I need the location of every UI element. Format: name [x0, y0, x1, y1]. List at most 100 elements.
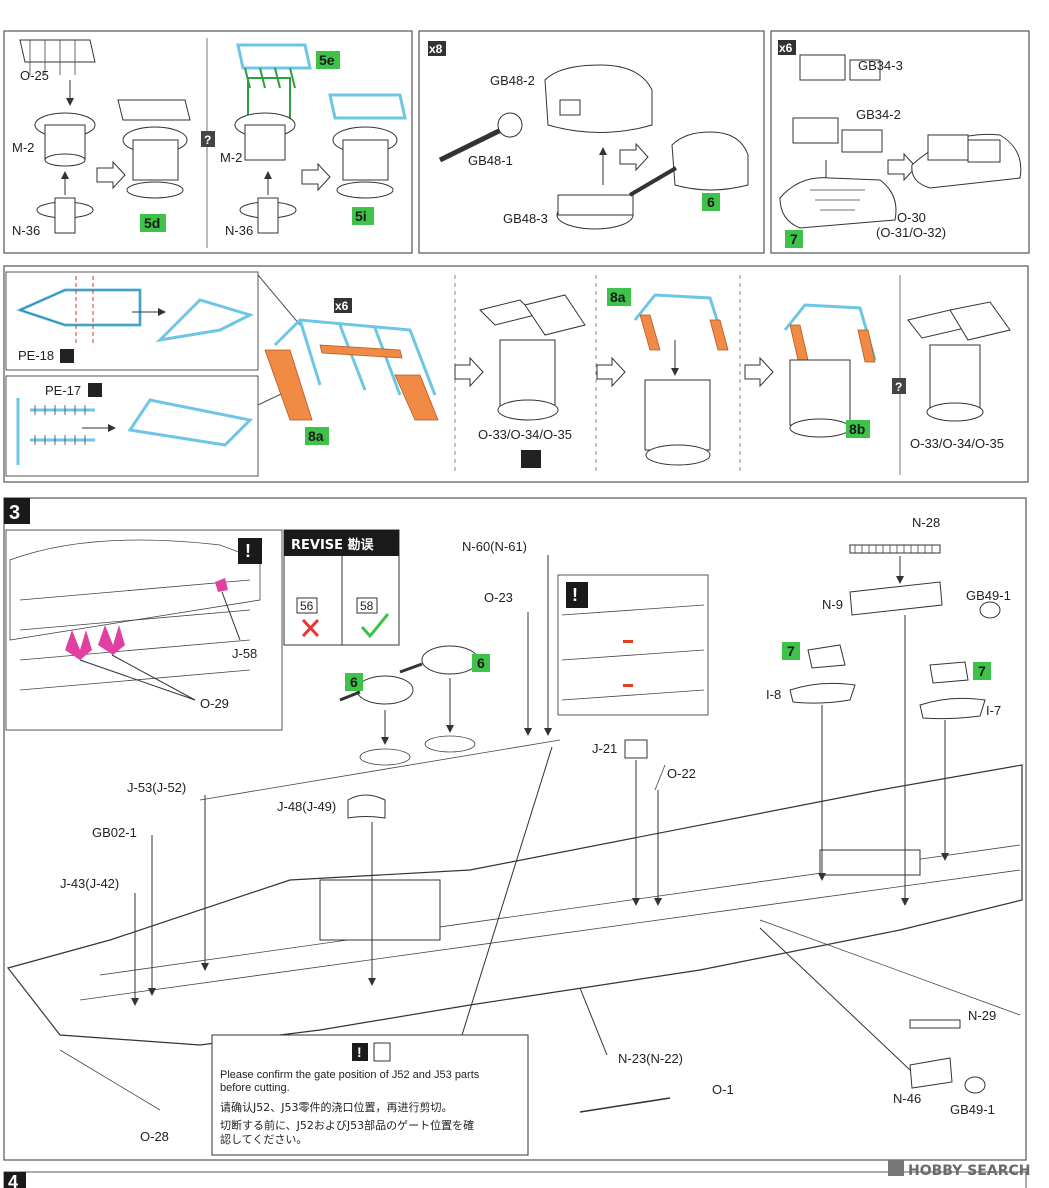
turret-base-m2a: [34, 112, 96, 167]
label-pe18: PE-18: [18, 348, 54, 363]
note-english-line1: Please confirm the gate position of J52 …: [220, 1069, 480, 1081]
label-o1: O-1: [712, 1082, 734, 1097]
note-chinese: 请确认J52、J53零件的浇口位置，再进行剪切。: [220, 1100, 452, 1114]
pe-frame-small: [633, 293, 729, 351]
part-j21: [624, 739, 648, 759]
bend-icon: [60, 349, 74, 363]
deck-part-n9: [849, 581, 943, 616]
badge-7b: [782, 642, 800, 660]
pivot-n36b: [239, 197, 297, 234]
aa-guns-gb34-2: [792, 117, 883, 153]
label-n36a: N-36: [12, 223, 40, 238]
question-badge-text: ?: [204, 133, 211, 147]
label-gb02: GB02-1: [92, 825, 137, 840]
step-arrow: [744, 356, 774, 388]
inset-j58-o29: !: [5, 529, 283, 731]
label-o30: O-30: [897, 210, 926, 225]
turret-base-m2b: [234, 112, 296, 161]
label-i7: I-7: [986, 703, 1001, 718]
label-o31: (O-31/O-32): [876, 225, 946, 240]
badge-6c: [472, 654, 490, 672]
label-o33a: O-33/O-34/O-35: [478, 427, 572, 442]
wrong-mark-icon: [301, 618, 320, 638]
label-n28: N-28: [912, 515, 940, 530]
note-japanese-line2: 認してください。: [220, 1132, 307, 1146]
attention-text: !: [572, 585, 578, 605]
director-variant: [907, 301, 1011, 422]
pivot-n36a: [36, 197, 94, 234]
attention-icon: [566, 582, 588, 608]
badge-5e: [316, 51, 340, 69]
attention-text: !: [357, 1044, 362, 1060]
badge-8a1: [305, 427, 329, 445]
badge-6b: [345, 673, 363, 691]
label-o23: O-23: [484, 590, 513, 605]
label-o22: O-22: [667, 766, 696, 781]
label-n60: N-60(N-61): [462, 539, 527, 554]
turret-base-gb48-3: [556, 194, 634, 230]
label-o28: O-28: [140, 1129, 169, 1144]
step-3-badge: [4, 498, 30, 524]
badge-8b: [846, 420, 870, 438]
platform-i7: [919, 697, 986, 720]
badge-8b-text: 8b: [849, 421, 865, 437]
label-m2a: M-2: [12, 140, 34, 155]
ladder-n29: [909, 1019, 961, 1029]
label-o25: O-25: [20, 68, 49, 83]
badge-8a1-text: 8a: [308, 428, 324, 444]
revise-right-number: 58: [360, 599, 374, 613]
label-j53: J-53(J-52): [127, 780, 186, 795]
step-arrow: [619, 142, 649, 172]
badge-7c: [973, 662, 991, 680]
label-gb34-3: GB34-3: [858, 58, 903, 73]
step-3-number: 3: [9, 502, 20, 524]
badge-7c-text: 7: [978, 663, 986, 679]
multiplier-x6a: [778, 40, 796, 55]
step-arrow: [96, 160, 126, 190]
director-with-frame: [783, 303, 877, 438]
part-o29-highlight: [98, 625, 125, 655]
step-4-number: 4: [8, 1172, 18, 1188]
panel-secondary-turret: O-25 M-2 N-36 5d ? 5e: [3, 30, 413, 254]
label-n23: N-23(N-22): [618, 1051, 683, 1066]
panel-aa-mount: x6 GB34-3 GB34-2 O-30 (O-31/O-32) 7: [770, 30, 1030, 254]
platform-i8: [789, 682, 856, 704]
badge-6a-text: 6: [707, 194, 715, 210]
turret-housing-gb48-2: [544, 64, 653, 133]
cut-icon: [373, 1042, 391, 1062]
step-arrow: [596, 356, 626, 388]
attention-icon: [352, 1043, 368, 1061]
question-badge-text: ?: [895, 380, 902, 394]
label-n29: N-29: [968, 1008, 996, 1023]
watermark-text: HOBBY SEARCH: [908, 1163, 1030, 1179]
aa-guns-gb34-3: [799, 54, 881, 81]
badge-7a-text: 7: [790, 231, 798, 247]
assembled-turret-5d: [117, 99, 191, 199]
question-badge: [201, 131, 215, 147]
badge-5e-text: 5e: [319, 52, 335, 68]
gun-barrel-gb48-1: [438, 112, 523, 163]
label-o33b: O-33/O-34/O-35: [910, 436, 1004, 451]
deck-part-n46: [909, 1057, 953, 1089]
label-pe17: PE-17: [45, 383, 81, 398]
ladder-n28: [849, 544, 941, 554]
director-o33: [479, 294, 586, 421]
label-j58: J-58: [232, 646, 257, 661]
part-gb49-1b: [964, 1076, 986, 1094]
step-3-panel: 3 ! J-58 O-29 REVISE 勘误 56: [3, 497, 1027, 1161]
badge-5d-text: 5d: [144, 215, 160, 231]
step-arrow: [301, 162, 331, 192]
multiplier-x8: [428, 41, 446, 56]
label-m2b: M-2: [220, 150, 242, 165]
label-j48: J-48(J-49): [277, 799, 336, 814]
attention-icon: [238, 538, 262, 564]
label-o29: O-29: [200, 696, 229, 711]
badge-5i: [352, 207, 374, 225]
label-i8: I-8: [766, 687, 781, 702]
panel-pe-railings: PE-18 PE-17 x6 8a: [3, 265, 1029, 483]
part-gb49-1: [979, 601, 1001, 619]
bend-icon: [88, 383, 102, 397]
zoom-line: [257, 274, 301, 326]
label-gb48-3: GB48-3: [503, 211, 548, 226]
note-japanese-line1: 切断する前に、J52およびJ53部品のゲート位置を確: [220, 1118, 474, 1132]
